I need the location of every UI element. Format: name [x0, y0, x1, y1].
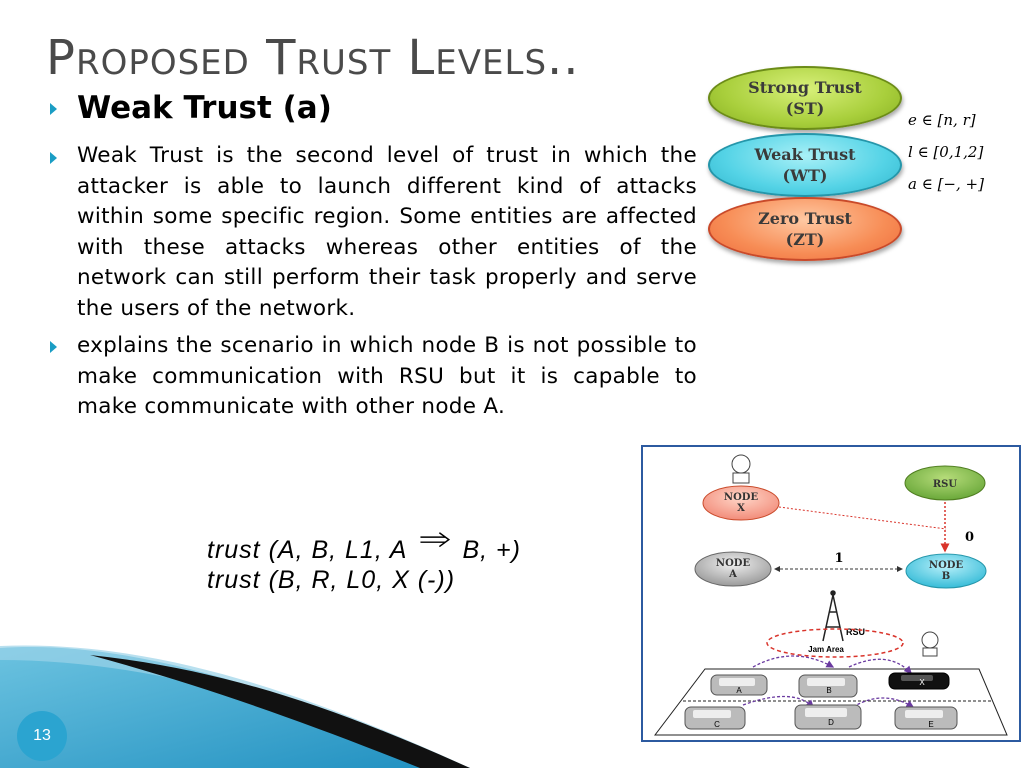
- car-a-label: A: [736, 686, 742, 695]
- paragraph-weak-trust: Weak Trust is the second level of trust …: [77, 143, 697, 321]
- trust-formula-2: trust (B, R, L0, X (-)): [207, 566, 456, 594]
- trust-formula-1: trust (A, B, L1, A B, +): [207, 532, 521, 565]
- math-e-range: e ∈ [n, r]: [908, 111, 976, 129]
- link-a-b-label: 1: [834, 551, 843, 566]
- page-title: Proposed Trust Levels..: [46, 30, 580, 86]
- node-b-label-line2: B: [942, 571, 950, 582]
- car-d-label: D: [828, 718, 834, 727]
- node-a-ellipse: [694, 551, 772, 587]
- node-x-label-line1: NODE: [724, 492, 759, 503]
- weak-trust-abbr: (WT): [782, 166, 828, 185]
- link-x-rsu: [778, 506, 947, 530]
- car-a: [710, 674, 768, 696]
- jam-area: [766, 628, 904, 658]
- subheading: Weak Trust (a): [77, 90, 332, 126]
- rsu-ellipse: [904, 465, 986, 501]
- math-a-range: a ∈ [−, +]: [908, 175, 984, 193]
- zero-trust-ellipse: Zero Trust (ZT): [708, 197, 902, 261]
- node-x-ellipse: [702, 485, 780, 521]
- paragraph-scenario: explains the scenario in which node B is…: [77, 333, 697, 419]
- rsu-label: RSU: [933, 479, 958, 490]
- car-b-label: B: [826, 686, 831, 695]
- zero-trust-label: Zero Trust: [758, 209, 852, 228]
- trust-formula-1-right: B, +): [462, 536, 521, 564]
- math-l-range: l ∈ [0,1,2]: [908, 143, 984, 161]
- car-c-label: C: [714, 720, 720, 729]
- car-x: [888, 672, 950, 690]
- trust-formula-1-left: trust (A, B, L1, A: [207, 536, 407, 564]
- strong-trust-abbr: (ST): [785, 99, 825, 118]
- car-d: [794, 704, 862, 730]
- bullet-arrow-icon: [50, 152, 57, 164]
- node-a-label-line1: NODE: [716, 558, 751, 569]
- v2v-arrow-bx: [848, 658, 912, 674]
- car-e-label: E: [928, 720, 933, 729]
- bullet-arrow-icon: [50, 103, 57, 115]
- car-x-label: X: [919, 678, 925, 687]
- node-a-label-line2: A: [728, 569, 737, 580]
- car-e: [894, 706, 958, 730]
- weak-trust-ellipse: Weak Trust (WT): [708, 133, 902, 197]
- double-right-arrow-icon: [419, 532, 450, 548]
- zero-trust-abbr: (ZT): [785, 230, 825, 249]
- jam-area-label: Jam Area: [808, 645, 844, 654]
- link-rsu-b-label: 0: [965, 530, 974, 545]
- person-icon: [921, 631, 939, 657]
- tower-label: RSU: [846, 627, 865, 637]
- v2v-arrow-ab: [752, 655, 835, 668]
- car-b: [798, 674, 858, 698]
- network-diagram: NODE X RSU 0 NODE A NODE B 1 RSU: [641, 445, 1021, 742]
- strong-trust-label: Strong Trust: [748, 78, 862, 97]
- tower-icon: [822, 590, 844, 642]
- node-b-ellipse: [905, 553, 987, 589]
- strong-trust-ellipse: Strong Trust (ST): [708, 66, 902, 130]
- car-c: [684, 706, 746, 730]
- node-b-label-line1: NODE: [929, 560, 964, 571]
- v2v-arrow-de: [852, 697, 915, 708]
- bullet-arrow-icon: [50, 341, 57, 353]
- node-x-label-line2: X: [737, 503, 745, 514]
- slide-number: 13: [17, 711, 67, 761]
- person-icon: [731, 454, 751, 484]
- weak-trust-label: Weak Trust: [754, 145, 856, 164]
